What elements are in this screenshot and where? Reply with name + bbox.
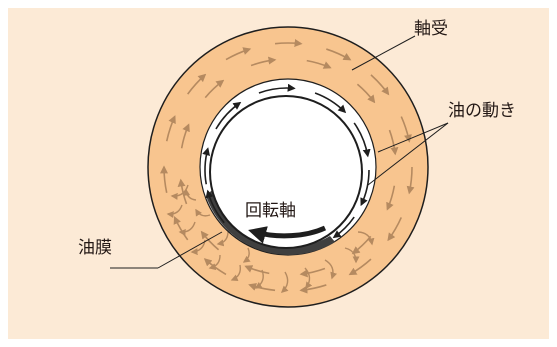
swirl-arrow	[195, 208, 211, 217]
swirl-arrow	[344, 247, 360, 264]
bearing-label: 軸受	[414, 19, 448, 39]
clearance-arrow	[314, 92, 347, 114]
swirl-arrow	[324, 259, 338, 280]
swirl-arrow	[170, 184, 189, 200]
oil-motion-label: 油の動き	[448, 101, 516, 121]
clearance-arrow	[258, 83, 296, 94]
swirl-arrow	[216, 231, 229, 247]
flow-arrow	[326, 48, 352, 61]
flow-arrow	[165, 115, 176, 142]
swirl-arrow	[178, 221, 196, 236]
clearance-arrow	[360, 169, 370, 207]
flow-arrow	[250, 56, 277, 67]
oil-motion-leader-2	[367, 122, 449, 186]
clearance-arrow	[215, 101, 242, 130]
swirl-arrow	[166, 204, 183, 219]
oil-film-leader-line-2	[157, 231, 223, 269]
flow-arrow	[225, 47, 252, 61]
swirl-arrow	[230, 264, 242, 282]
oil-motion-leader-1	[377, 122, 449, 153]
flow-arrow	[204, 79, 225, 99]
flow-arrow	[187, 73, 207, 95]
swirl-arrow	[183, 188, 197, 201]
flow-arrow	[160, 165, 169, 193]
flow-arrow	[406, 166, 415, 195]
flow-arrow	[356, 83, 376, 104]
swirl-arrow	[280, 271, 289, 293]
flow-arrow	[200, 230, 220, 251]
flow-arrow	[180, 123, 190, 149]
flow-arrow	[306, 59, 332, 69]
flow-arrow	[244, 265, 270, 275]
swirl-arrow	[304, 267, 313, 290]
oil-film	[206, 190, 335, 255]
shaft-rotation-arrow	[248, 225, 327, 244]
swirl-arrow	[208, 254, 221, 271]
flow-arrow	[387, 217, 403, 242]
clearance-flow-arrows	[202, 83, 371, 239]
clearance-arrow	[353, 122, 371, 158]
flow-arrow	[388, 129, 399, 156]
flow-arrow	[386, 185, 396, 211]
oil-flow-arrows	[160, 39, 415, 294]
clearance-arrow	[202, 147, 211, 185]
swirl-arrow	[242, 247, 251, 263]
oil-film-label: 油膜	[78, 238, 112, 258]
flow-arrow	[299, 284, 327, 294]
swirl-arrow	[254, 269, 264, 289]
flow-arrow	[299, 267, 326, 278]
flow-arrow	[274, 39, 303, 47]
flow-arrow	[370, 74, 390, 96]
swirl-arrow	[357, 231, 375, 246]
flow-arrow	[348, 258, 372, 276]
clearance-arrow	[205, 189, 225, 224]
clearance-arrow	[332, 216, 355, 239]
rotating-shaft-label: 回転軸	[245, 201, 296, 221]
bearing-leader-line	[351, 35, 416, 71]
rotating-shaft	[209, 95, 363, 249]
flow-arrow	[400, 116, 412, 143]
